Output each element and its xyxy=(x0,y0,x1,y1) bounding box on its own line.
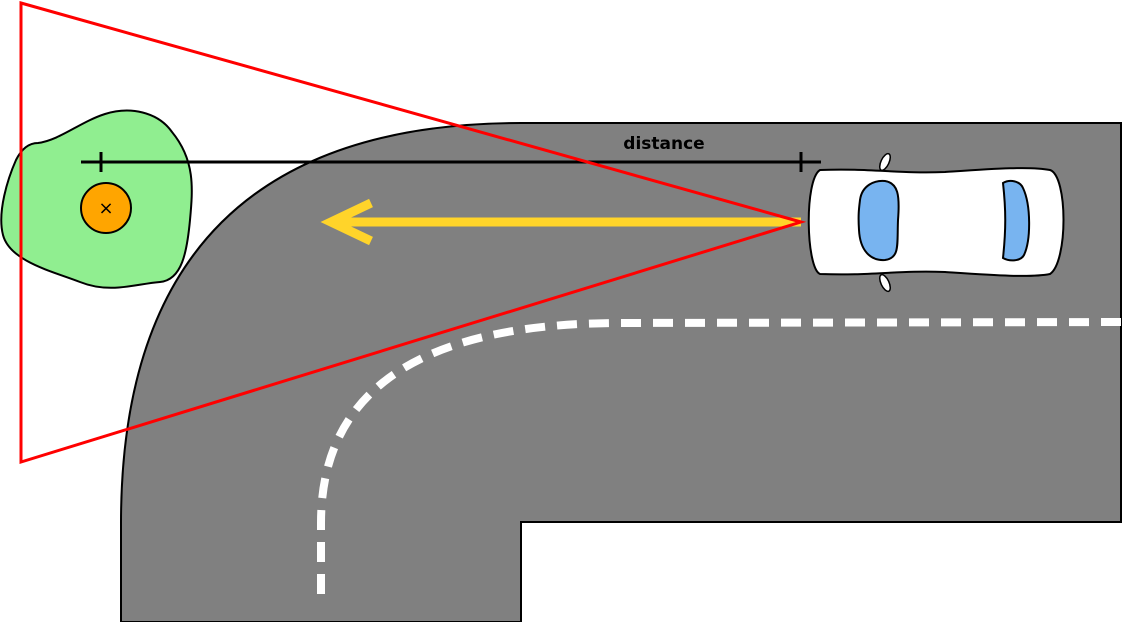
car-top-view-icon xyxy=(807,152,1065,293)
car-rear-window xyxy=(1001,179,1031,262)
car-windshield xyxy=(857,179,900,262)
car-mirror-bottom xyxy=(878,273,892,293)
field-of-view xyxy=(19,1,807,465)
direction-arrow-head xyxy=(320,198,373,246)
target-marker-glyph: × xyxy=(98,198,113,219)
distance-label: distance xyxy=(623,134,704,154)
x-circle-marker-icon: × xyxy=(80,182,132,234)
arrow-left-icon xyxy=(320,198,801,246)
distance-measure xyxy=(81,152,821,172)
lane-marking-dashed xyxy=(317,318,1122,602)
